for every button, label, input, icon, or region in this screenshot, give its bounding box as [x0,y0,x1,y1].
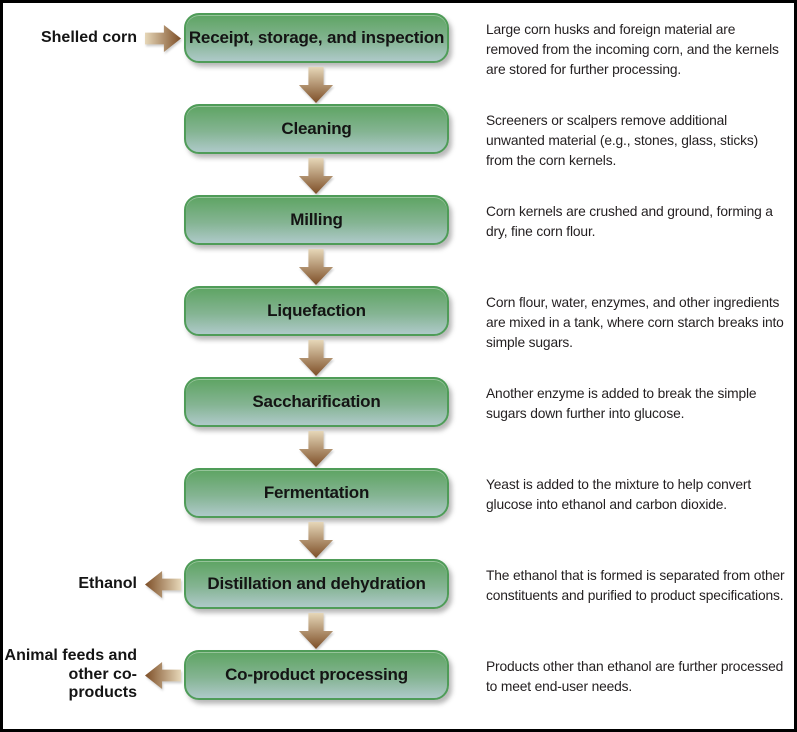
flow-step-row: Milling Corn kernels are crushed and gro… [3,195,794,286]
step-description: Yeast is added to the mixture to help co… [486,477,752,512]
side-io: Shelled corn [3,13,184,63]
step-box-cell: Receipt, storage, and inspection [184,13,449,104]
step-label: Saccharification [252,392,381,411]
flow-step-row: Liquefaction Corn flour, water, enzymes,… [3,286,794,377]
step-label: Fermentation [263,483,370,502]
arrow-down-icon [298,522,334,558]
side-io: Ethanol [3,559,184,609]
arrow-down-icon [298,158,334,194]
process-step-box: Cleaning [184,104,449,154]
side-label: Ethanol [78,574,137,592]
step-description: Products other than ethanol are further … [486,659,784,694]
process-step-box: Saccharification [184,377,449,427]
arrow-down-icon [298,613,334,649]
step-box-cell: Co-product processing [184,650,449,728]
process-step-box: Distillation and dehydration [184,559,449,609]
step-box-cell: Milling [184,195,449,286]
process-step-box: Fermentation [184,468,449,518]
step-box-cell: Distillation and dehydration [184,559,449,650]
step-box-cell: Liquefaction [184,286,449,377]
step-box-cell: Cleaning [184,104,449,195]
flow-step-row: Ethanol Distillation and dehydration The… [3,559,794,650]
step-description: The ethanol that is formed is separated … [486,568,785,603]
side-label: Animal feeds and other co-products [4,647,137,702]
step-description: Another enzyme is added to break the sim… [486,386,757,421]
step-label: Receipt, storage, and inspection [188,28,445,47]
flow-step-row: Saccharification Another enzyme is added… [3,377,794,468]
step-description: Corn kernels are crushed and ground, for… [486,204,773,239]
side-label: Shelled corn [40,28,137,46]
step-box-cell: Fermentation [184,468,449,559]
arrow-down-icon [298,67,334,103]
flow-step-row: Shelled corn Receipt, storage, and inspe… [3,13,794,104]
process-step-box: Liquefaction [184,286,449,336]
process-step-box: Receipt, storage, and inspection [184,13,449,63]
arrow-right-icon [145,24,181,52]
step-box-cell: Saccharification [184,377,449,468]
step-label: Co-product processing [225,665,408,684]
step-label: Milling [290,210,343,229]
step-label: Distillation and dehydration [207,574,426,593]
step-description: Large corn husks and foreign material ar… [486,22,779,77]
flowchart: Shelled corn Receipt, storage, and inspe… [3,3,794,729]
step-label: Liquefaction [267,301,366,320]
step-description: Corn flour, water, enzymes, and other in… [486,295,784,350]
step-description: Screeners or scalpers remove additional … [486,113,759,168]
arrow-down-icon [298,340,334,376]
arrow-down-icon [298,431,334,467]
flow-step-row: Cleaning Screeners or scalpers remove ad… [3,104,794,195]
arrow-left-icon [145,570,181,598]
arrow-left-icon [145,661,181,689]
process-step-box: Milling [184,195,449,245]
flow-step-row: Animal feeds and other co-products Co-pr… [3,647,794,728]
arrow-down-icon [298,249,334,285]
step-label: Cleaning [281,119,352,138]
flow-step-row: Fermentation Yeast is added to the mixtu… [3,468,794,559]
side-io: Animal feeds and other co-products [3,647,184,702]
process-step-box: Co-product processing [184,650,449,700]
